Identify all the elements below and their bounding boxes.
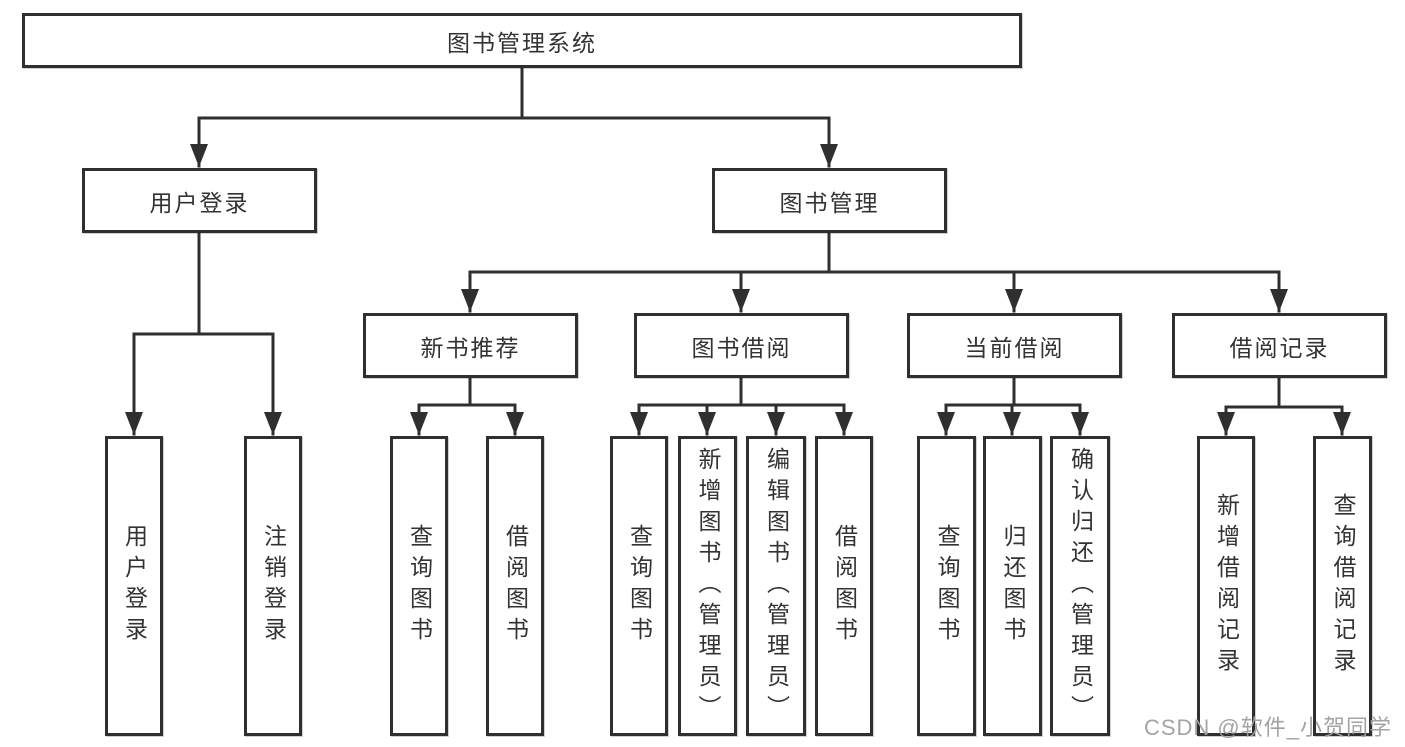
- node-borrowing-records-label: 借阅记录: [1229, 334, 1330, 361]
- leaf-add-book-admin-label: 新增图书（管理员）: [695, 446, 721, 726]
- leaf-user-login: 用户登录: [105, 436, 163, 736]
- leaf-query-books-borrowing-label: 查询图书: [626, 524, 653, 648]
- node-user-login-branch: 用户登录: [82, 168, 317, 233]
- leaf-confirm-return-admin-label: 确认归还（管理员）: [1067, 446, 1094, 726]
- node-current-borrowing: 当前借阅: [907, 313, 1122, 378]
- node-borrowing-records: 借阅记录: [1172, 313, 1387, 378]
- leaf-return-book: 归还图书: [983, 436, 1042, 736]
- leaf-return-book-label: 归还图书: [1000, 524, 1026, 648]
- leaf-add-borrow-record-label: 新增借阅记录: [1213, 493, 1240, 679]
- leaf-query-books-recommend: 查询图书: [390, 436, 448, 736]
- node-new-book-recommendation-label: 新书推荐: [420, 334, 521, 361]
- leaf-user-login-label: 用户登录: [121, 524, 148, 648]
- node-book-management-label: 图书管理: [779, 189, 880, 216]
- leaf-add-book-admin: 新增图书（管理员）: [678, 436, 737, 736]
- node-book-borrowing-label: 图书借阅: [691, 334, 792, 361]
- leaf-query-borrow-record: 查询借阅记录: [1313, 436, 1372, 736]
- leaf-edit-book-admin-label: 编辑图书（管理员）: [763, 446, 790, 726]
- leaf-query-books-current-label: 查询图书: [934, 524, 960, 648]
- node-user-login-branch-label: 用户登录: [149, 189, 250, 216]
- leaf-add-borrow-record: 新增借阅记录: [1197, 436, 1255, 736]
- node-root: 图书管理系统: [22, 13, 1022, 68]
- node-book-borrowing: 图书借阅: [634, 313, 849, 378]
- leaf-borrow-books-recommend: 借阅图书: [486, 436, 544, 736]
- node-root-label: 图书管理系统: [447, 29, 597, 56]
- node-book-management: 图书管理: [712, 168, 947, 233]
- leaf-confirm-return-admin: 确认归还（管理员）: [1050, 436, 1110, 736]
- csdn-watermark: CSDN @软件_小贺同学: [1143, 715, 1392, 740]
- node-current-borrowing-label: 当前借阅: [964, 334, 1065, 361]
- leaf-query-books-current: 查询图书: [917, 436, 976, 736]
- leaf-logout: 注销登录: [244, 436, 302, 736]
- leaf-query-books-recommend-label: 查询图书: [406, 524, 433, 648]
- leaf-query-books-borrowing: 查询图书: [610, 436, 668, 736]
- leaf-logout-label: 注销登录: [260, 524, 287, 648]
- leaf-edit-book-admin: 编辑图书（管理员）: [746, 436, 806, 736]
- leaf-borrow-books-recommend-label: 借阅图书: [502, 524, 529, 648]
- leaf-query-borrow-record-label: 查询借阅记录: [1330, 493, 1356, 679]
- leaf-borrow-books-borrowing-label: 借阅图书: [831, 524, 858, 648]
- node-new-book-recommendation: 新书推荐: [363, 313, 578, 378]
- leaf-borrow-books-borrowing: 借阅图书: [815, 436, 873, 736]
